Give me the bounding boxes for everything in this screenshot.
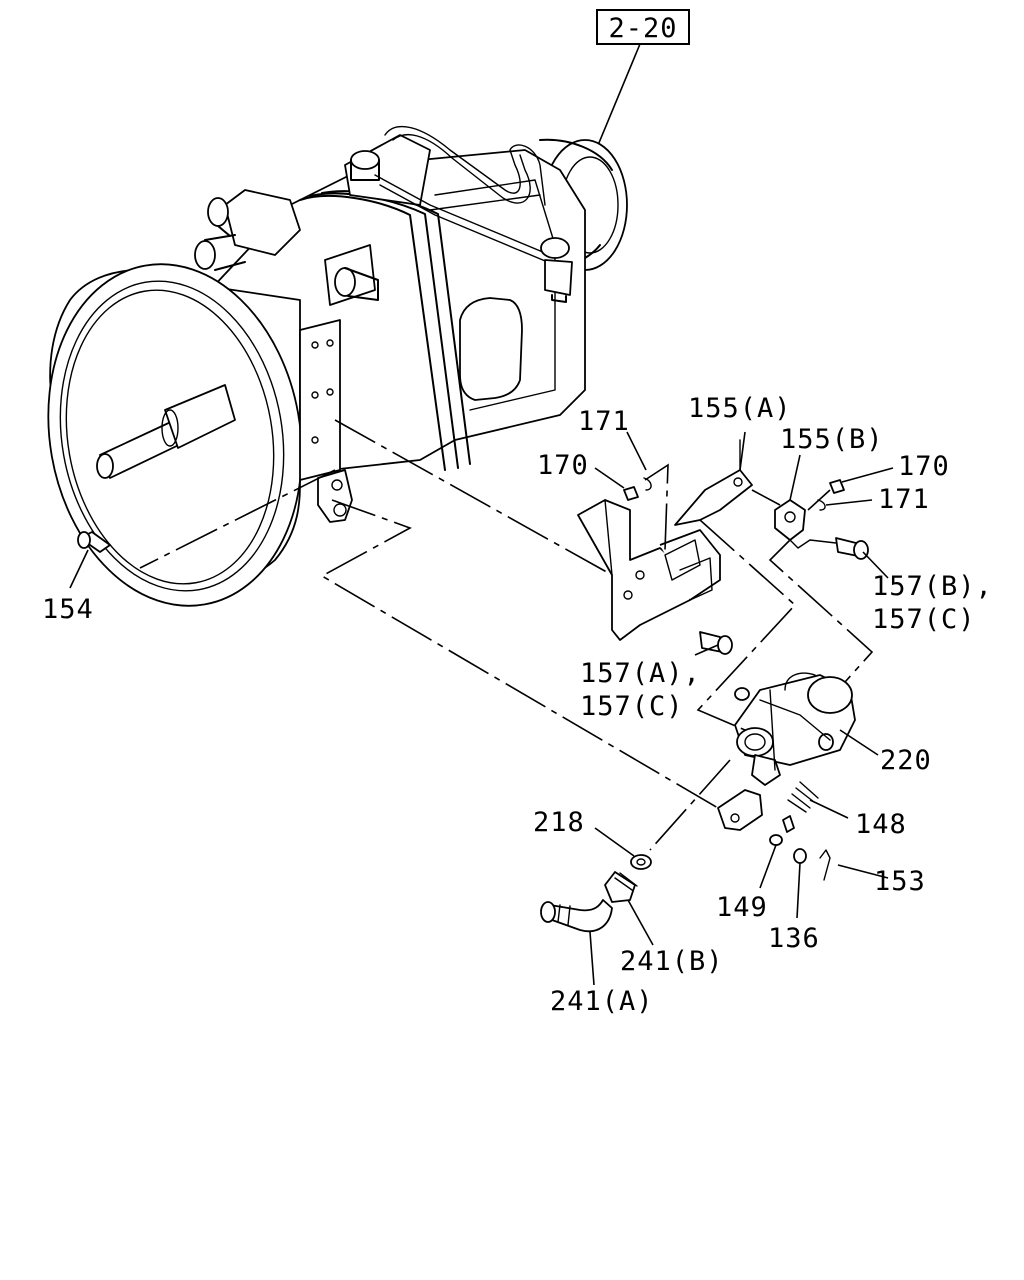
label-157c-right: 157(C) bbox=[872, 604, 976, 635]
spring-148[interactable] bbox=[787, 781, 819, 813]
shift-knob-lower bbox=[194, 240, 216, 270]
label-218: 218 bbox=[533, 807, 585, 838]
fitting-241b[interactable] bbox=[604, 871, 638, 903]
washer-218[interactable] bbox=[630, 854, 652, 870]
label-155a: 155(A) bbox=[688, 393, 792, 424]
cotter-pin-153[interactable] bbox=[819, 849, 831, 881]
label-170b: 170 bbox=[898, 451, 950, 482]
mounting-pad bbox=[299, 319, 341, 481]
sensor-head bbox=[540, 237, 570, 259]
chain-line-154 bbox=[139, 469, 336, 569]
leader-220 bbox=[839, 729, 879, 756]
leader-157b bbox=[862, 551, 889, 579]
label-157c-left: 157(C) bbox=[580, 691, 684, 722]
transmission-assembly bbox=[47, 125, 628, 607]
elbow-241a[interactable] bbox=[540, 899, 613, 933]
leader-153 bbox=[837, 864, 889, 879]
washer-149[interactable] bbox=[769, 834, 783, 846]
label-157b: 157(B), bbox=[872, 571, 993, 602]
shift-tower bbox=[224, 189, 301, 256]
leader-154 bbox=[69, 549, 89, 589]
top-cover bbox=[344, 134, 431, 206]
label-220: 220 bbox=[880, 745, 932, 776]
leader-218 bbox=[594, 827, 635, 857]
label-241b: 241(B) bbox=[620, 946, 724, 977]
label-241a: 241(A) bbox=[550, 986, 654, 1017]
leader-157a bbox=[694, 644, 719, 656]
leader-155b bbox=[789, 454, 801, 501]
reference-label: 2-20 bbox=[608, 13, 677, 44]
label-136: 136 bbox=[768, 923, 820, 954]
chain-line-157b bbox=[809, 539, 837, 544]
bracket-155a[interactable] bbox=[577, 439, 753, 641]
reference-leader bbox=[595, 43, 641, 151]
leader-136 bbox=[796, 862, 801, 919]
leader-241b bbox=[627, 899, 654, 946]
label-155b: 155(B) bbox=[780, 424, 884, 455]
pin-149[interactable] bbox=[782, 815, 795, 833]
side-boss-plug bbox=[334, 267, 356, 297]
chain-line-3 bbox=[696, 519, 797, 731]
leader-149 bbox=[759, 844, 777, 889]
leader-170a bbox=[594, 467, 625, 489]
label-149: 149 bbox=[716, 892, 768, 923]
label-153: 153 bbox=[874, 866, 926, 897]
label-171a: 171 bbox=[578, 406, 630, 437]
label-157a: 157(A), bbox=[580, 658, 701, 689]
nut-170-right[interactable] bbox=[829, 479, 845, 494]
sensor-body bbox=[544, 259, 573, 296]
bolt-154[interactable] bbox=[77, 531, 111, 553]
leader-148 bbox=[809, 799, 849, 819]
bolt-157a[interactable] bbox=[699, 631, 733, 655]
leader-171a bbox=[626, 431, 647, 471]
shaft-collar bbox=[164, 384, 236, 449]
label-154: 154 bbox=[42, 594, 94, 625]
chain-line-1 bbox=[334, 419, 613, 576]
side-inspection-cover bbox=[459, 297, 523, 401]
chain-line-218 bbox=[649, 759, 731, 851]
reference-box[interactable]: 2-20 bbox=[596, 9, 690, 45]
chain-line-2 bbox=[320, 499, 719, 809]
leader-155a bbox=[739, 431, 746, 471]
fork-lever bbox=[317, 469, 353, 523]
shaft-end bbox=[96, 453, 114, 479]
label-170a: 170 bbox=[537, 450, 589, 481]
shift-knob-upper bbox=[207, 197, 229, 227]
bolt-157b[interactable] bbox=[835, 537, 869, 560]
bell-flange-inner bbox=[59, 280, 285, 592]
cylinder-220[interactable] bbox=[734, 672, 856, 786]
label-148: 148 bbox=[855, 809, 907, 840]
chain-line-5 bbox=[768, 539, 874, 683]
leader-171b bbox=[825, 499, 873, 506]
leader-241a bbox=[589, 931, 595, 986]
chain-line-171 bbox=[644, 463, 669, 551]
washer-171-right[interactable] bbox=[817, 499, 826, 511]
bracket-155b[interactable] bbox=[774, 499, 811, 549]
washer-136[interactable] bbox=[793, 848, 807, 864]
breather-cap bbox=[350, 150, 380, 170]
clevis[interactable] bbox=[717, 789, 763, 831]
label-171b: 171 bbox=[878, 484, 930, 515]
chain-line-4 bbox=[751, 489, 781, 506]
nut-170-left[interactable] bbox=[623, 486, 639, 501]
leader-170b bbox=[841, 467, 894, 483]
chain-line-right bbox=[807, 489, 831, 511]
